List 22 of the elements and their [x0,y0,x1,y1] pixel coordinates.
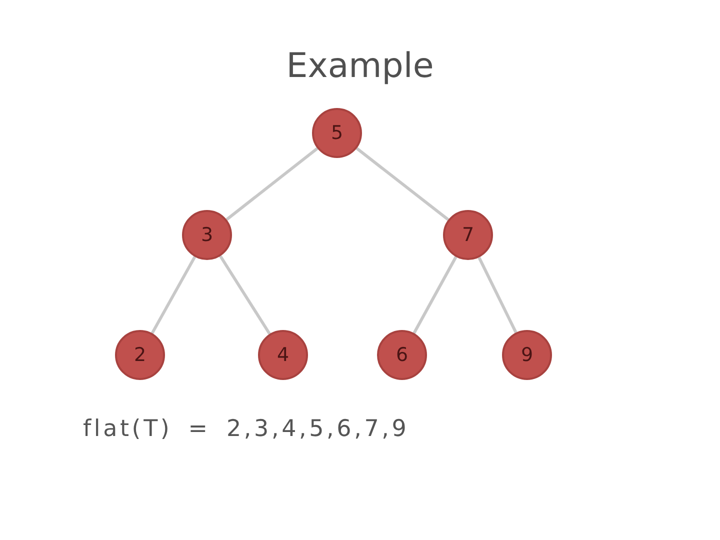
connector-line [150,256,196,334]
formula-text: flat(T) = 2,3,4,5,6,7,9 [83,416,410,442]
connector-line [226,147,318,221]
tree-node [377,330,427,380]
tree-node [258,330,308,380]
node-value: 6 [396,346,408,364]
connector-line [412,256,458,334]
title: Example [286,46,434,86]
node-value: 2 [134,346,146,364]
node-value: 4 [276,346,290,364]
tree-node [182,210,232,260]
node-value: 7 [462,226,474,244]
tree-node [115,330,165,380]
node-value: 9 [520,346,534,364]
connector-line [356,147,450,221]
connector-line [478,256,518,334]
connector-line [219,255,271,335]
node-value: 5 [330,124,344,142]
tree-node [443,210,493,260]
node-value: 3 [200,226,214,244]
tree-node [312,108,362,158]
tree-node [502,330,552,380]
